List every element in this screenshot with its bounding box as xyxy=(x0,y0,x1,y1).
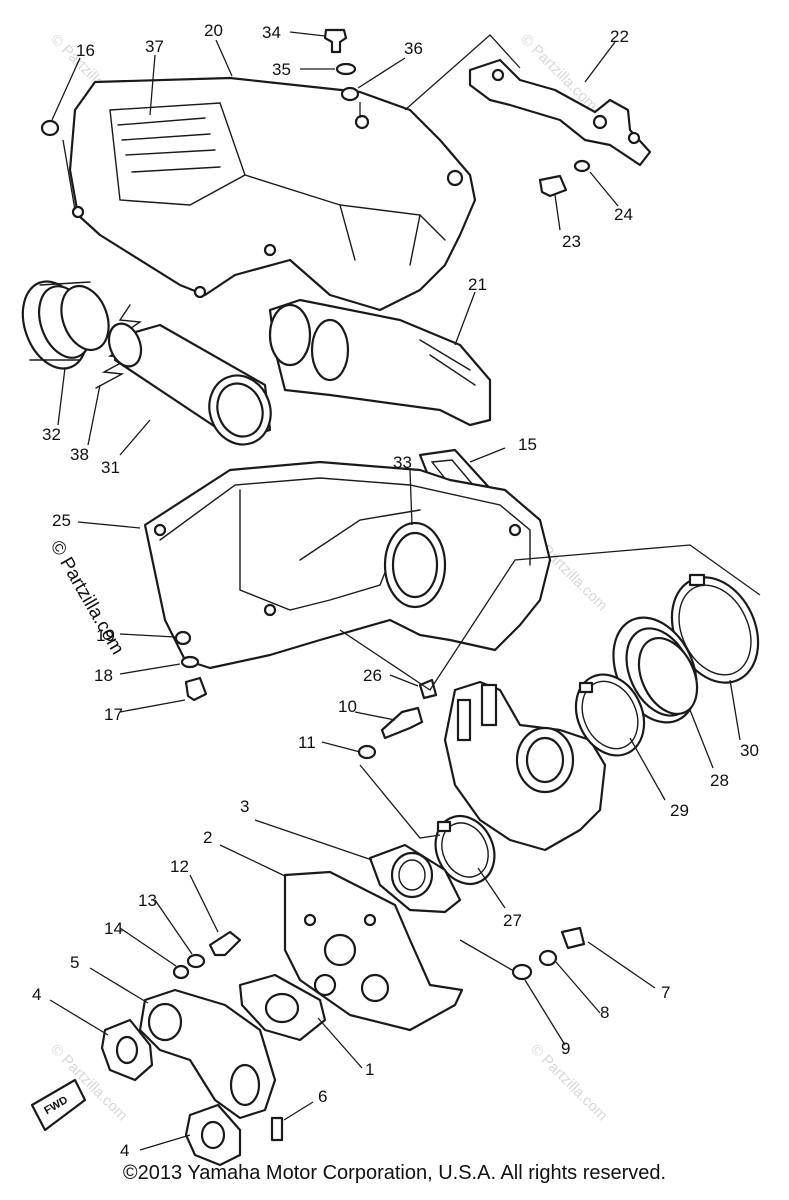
callout-33: 33 xyxy=(393,453,412,472)
callout-22: 22 xyxy=(610,27,629,46)
callout-24: 24 xyxy=(614,205,633,224)
nut-16 xyxy=(40,119,60,137)
washer-35 xyxy=(335,62,357,76)
callout-28: 28 xyxy=(710,771,729,790)
callout-7: 7 xyxy=(661,983,670,1002)
callout-13: 13 xyxy=(138,891,157,910)
callout-11: 11 xyxy=(298,733,316,752)
callout-8: 8 xyxy=(600,1003,609,1022)
washer-36 xyxy=(340,86,360,102)
callout-31: 31 xyxy=(101,458,120,477)
callout-6: 6 xyxy=(318,1087,327,1106)
callout-35: 35 xyxy=(272,60,291,79)
callout-3: 3 xyxy=(240,797,249,816)
callout-15: 15 xyxy=(518,435,537,454)
callout-29: 29 xyxy=(670,801,689,820)
bolt-34 xyxy=(323,28,348,54)
callout-34: 34 xyxy=(262,23,281,42)
nut-9 xyxy=(511,963,533,981)
plate-2 xyxy=(283,870,464,1032)
callout-10: 10 xyxy=(338,697,357,716)
callout-17: 17 xyxy=(104,705,123,724)
washer-8 xyxy=(538,949,558,967)
bracket xyxy=(468,58,652,167)
elbow-duct-21 xyxy=(268,298,492,427)
clamp-29 xyxy=(574,673,646,757)
washer-13 xyxy=(186,953,206,969)
callout-4b: 4 xyxy=(120,1141,129,1160)
intake-duct-31 xyxy=(107,322,272,446)
bolt-7 xyxy=(560,926,586,950)
callout-19: 19 xyxy=(96,626,115,645)
nut-19 xyxy=(174,630,192,646)
callout-27: 27 xyxy=(503,911,522,930)
callout-21: 21 xyxy=(468,275,487,294)
callout-26: 26 xyxy=(363,666,382,685)
copyright-notice: ©2013 Yamaha Motor Corporation, U.S.A. A… xyxy=(122,1162,667,1184)
callout-32: 32 xyxy=(42,425,61,444)
callout-14: 14 xyxy=(104,919,123,938)
washer-24 xyxy=(573,159,591,173)
carburetor xyxy=(443,680,607,852)
leader-lines xyxy=(49,31,761,1151)
washer-18 xyxy=(180,655,200,669)
callout-16: 16 xyxy=(76,41,95,60)
air-cleaner-cap xyxy=(68,76,477,312)
callout-labels: 1 2 3 4 4 5 6 7 8 9 10 11 12 13 14 15 16… xyxy=(32,21,759,1160)
callout-2: 2 xyxy=(203,828,212,847)
joint-3 xyxy=(368,843,462,914)
air-cleaner-case-25 xyxy=(143,460,552,670)
callout-36: 36 xyxy=(404,39,423,58)
watermark-side: © Partzilla.com xyxy=(46,537,128,658)
stud-6 xyxy=(270,1116,284,1142)
gasket-4-upper xyxy=(100,1018,154,1082)
bolt-10 xyxy=(380,706,424,740)
callout-30: 30 xyxy=(740,741,759,760)
callout-18: 18 xyxy=(94,666,113,685)
callout-9: 9 xyxy=(561,1039,570,1058)
intake-manifold-5 xyxy=(138,988,277,1120)
bolt-23 xyxy=(538,174,568,198)
bolt-17 xyxy=(184,676,208,702)
clamp-30 xyxy=(670,573,760,684)
callout-12: 12 xyxy=(170,857,189,876)
callout-4a: 4 xyxy=(32,985,41,1004)
callout-23: 23 xyxy=(562,232,581,251)
callout-38: 38 xyxy=(70,445,89,464)
clamp-27 xyxy=(434,815,496,885)
fwd-arrow-badge: FWD xyxy=(30,1078,87,1132)
callout-5: 5 xyxy=(70,953,79,972)
callout-20: 20 xyxy=(204,21,223,40)
callout-25: 25 xyxy=(52,511,71,530)
callout-1: 1 xyxy=(365,1060,374,1079)
joint-32 xyxy=(21,280,110,370)
nut-14 xyxy=(172,964,190,980)
washer-11 xyxy=(357,744,377,760)
gasket-4-lower xyxy=(184,1103,242,1167)
gasket-1 xyxy=(238,973,327,1042)
callout-37: 37 xyxy=(145,37,164,56)
bolt-12 xyxy=(208,930,242,957)
